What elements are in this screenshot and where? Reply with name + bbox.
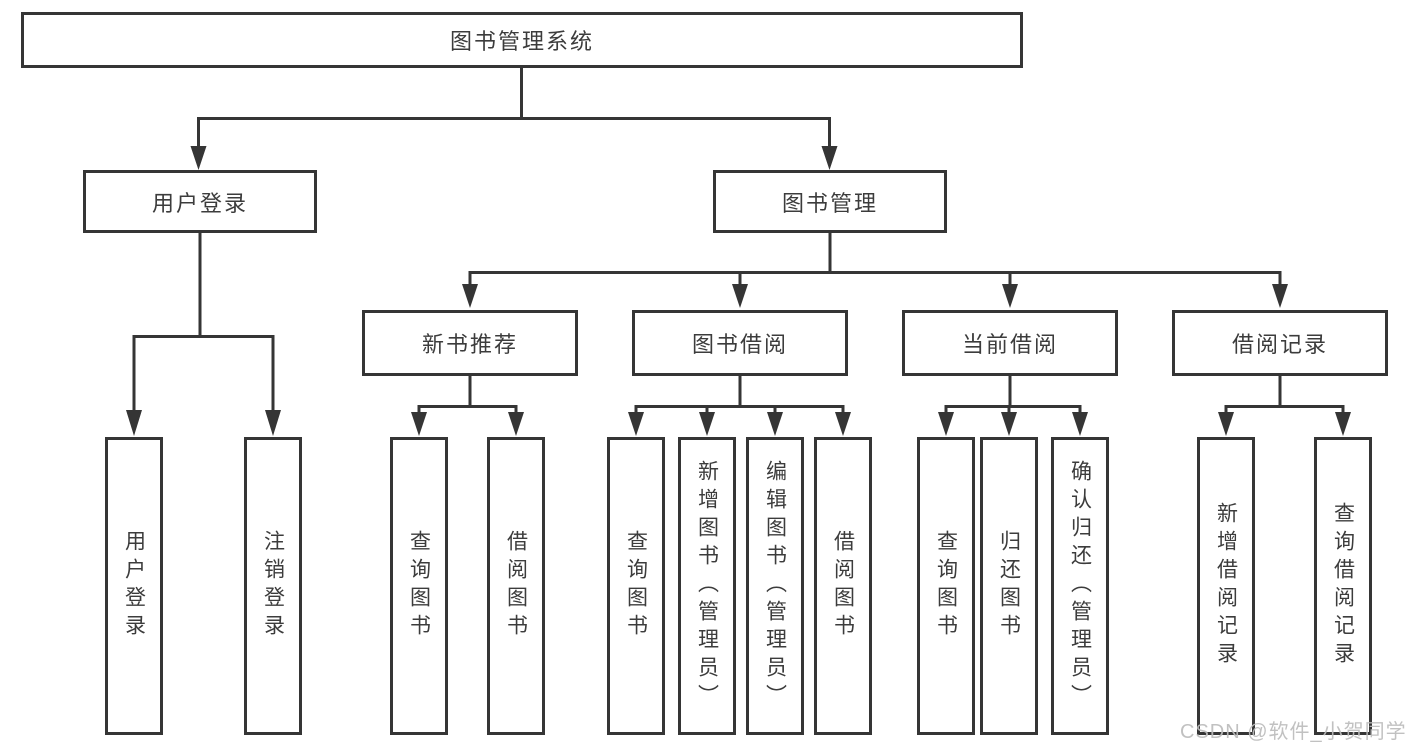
node-leaf-current-query-label: 查询图书 — [934, 530, 958, 642]
node-leaf-record-query: 查询借阅记录 — [1314, 437, 1372, 735]
node-leaf-borrow-add-label: 新增图书（管理员） — [695, 460, 719, 712]
node-leaf-current-query: 查询图书 — [917, 437, 975, 735]
node-leaf-borrow-borrow-label: 借阅图书 — [831, 530, 855, 642]
node-leaf-borrow-query-label: 查询图书 — [624, 530, 648, 642]
node-root: 图书管理系统 — [21, 12, 1023, 68]
node-leaf-newbook-query-label: 查询图书 — [407, 530, 431, 642]
node-leaf-borrow-borrow: 借阅图书 — [814, 437, 872, 735]
node-leaf-current-confirm-label: 确认归还（管理员） — [1068, 460, 1092, 712]
node-new-book-recommend-label: 新书推荐 — [421, 332, 518, 357]
node-leaf-borrow-query: 查询图书 — [607, 437, 665, 735]
watermark: CSDN @软件_小贺同学 — [1180, 721, 1405, 743]
node-current-borrow-label: 当前借阅 — [961, 332, 1058, 357]
node-leaf-user-login: 用户登录 — [105, 437, 163, 735]
connector-borrow-children — [634, 376, 845, 414]
connector-user-login-children — [132, 233, 275, 414]
node-user-login: 用户登录 — [83, 170, 317, 233]
connector-newbook-children — [417, 376, 518, 414]
node-leaf-borrow-edit-label: 编辑图书（管理员） — [763, 460, 787, 712]
node-leaf-borrow-edit: 编辑图书（管理员） — [746, 437, 804, 735]
node-leaf-record-add-label: 新增借阅记录 — [1214, 502, 1238, 670]
node-new-book-recommend: 新书推荐 — [362, 310, 578, 376]
node-book-management: 图书管理 — [713, 170, 947, 233]
node-borrow-records-label: 借阅记录 — [1231, 332, 1328, 357]
node-leaf-borrow-add: 新增图书（管理员） — [678, 437, 736, 735]
node-book-borrow: 图书借阅 — [632, 310, 848, 376]
node-current-borrow: 当前借阅 — [902, 310, 1118, 376]
node-leaf-current-return-label: 归还图书 — [997, 530, 1021, 642]
node-user-login-label: 用户登录 — [151, 190, 248, 216]
node-book-management-label: 图书管理 — [781, 190, 878, 216]
node-leaf-newbook-borrow-label: 借阅图书 — [504, 530, 528, 642]
node-leaf-user-login-label: 用户登录 — [122, 530, 146, 642]
node-leaf-logout-label: 注销登录 — [261, 530, 285, 642]
node-borrow-records: 借阅记录 — [1172, 310, 1388, 376]
node-leaf-newbook-borrow: 借阅图书 — [487, 437, 545, 735]
node-leaf-logout: 注销登录 — [244, 437, 302, 735]
connector-book-mgmt-children — [468, 233, 1282, 286]
connector-root — [197, 68, 831, 148]
node-book-borrow-label: 图书借阅 — [691, 332, 788, 357]
node-leaf-current-confirm: 确认归还（管理员） — [1051, 437, 1109, 735]
node-leaf-current-return: 归还图书 — [980, 437, 1038, 735]
node-leaf-newbook-query: 查询图书 — [390, 437, 448, 735]
connector-current-children — [944, 376, 1082, 414]
node-root-label: 图书管理系统 — [449, 29, 594, 54]
node-leaf-record-query-label: 查询借阅记录 — [1331, 502, 1355, 670]
connector-records-children — [1224, 376, 1345, 414]
node-leaf-record-add: 新增借阅记录 — [1197, 437, 1255, 735]
